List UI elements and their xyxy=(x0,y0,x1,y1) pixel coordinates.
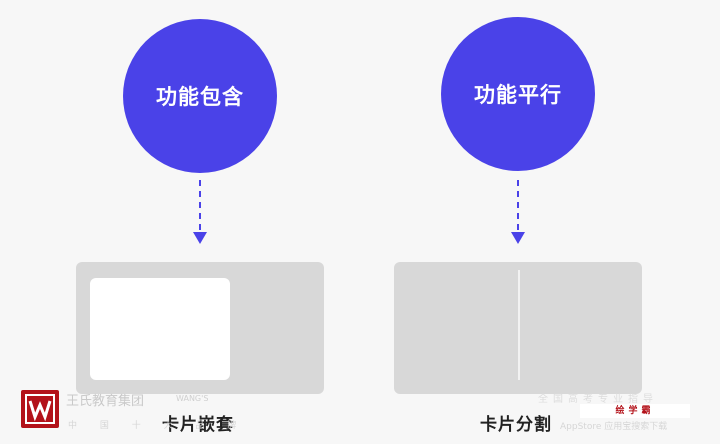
w-logo-icon xyxy=(25,394,55,424)
card-split-divider xyxy=(518,270,520,380)
caption-card-nesting: 卡片嵌套 xyxy=(162,415,234,435)
circle-label-parallel: 功能平行 xyxy=(474,83,562,107)
watermark-org-name: 王氏教育集团 xyxy=(66,394,145,409)
concept-circle-parallel: 功能平行 xyxy=(441,17,595,171)
caption-card-splitting: 卡片分割 xyxy=(480,415,552,435)
concept-circle-inclusion: 功能包含 xyxy=(123,19,277,173)
watermark-app-badge: 绘学霸 xyxy=(580,404,690,418)
dashed-arrow-right-line xyxy=(517,180,519,230)
watermark-right-slogan: 全国高考专业指导 xyxy=(538,394,658,405)
watermark-latin-name: WANG'S xyxy=(176,394,209,403)
watermark-download-note: AppStore 应用宝搜索下载 xyxy=(560,422,668,432)
watermark-logo-icon xyxy=(21,390,59,428)
arrow-down-icon xyxy=(193,232,207,244)
nested-inner-card xyxy=(90,278,230,380)
circle-label-inclusion: 功能包含 xyxy=(156,85,244,109)
watermark-slogan: 中 国 十 大 品 牌 xyxy=(68,421,247,431)
dashed-arrow-left-line xyxy=(199,180,201,230)
arrow-down-icon xyxy=(511,232,525,244)
